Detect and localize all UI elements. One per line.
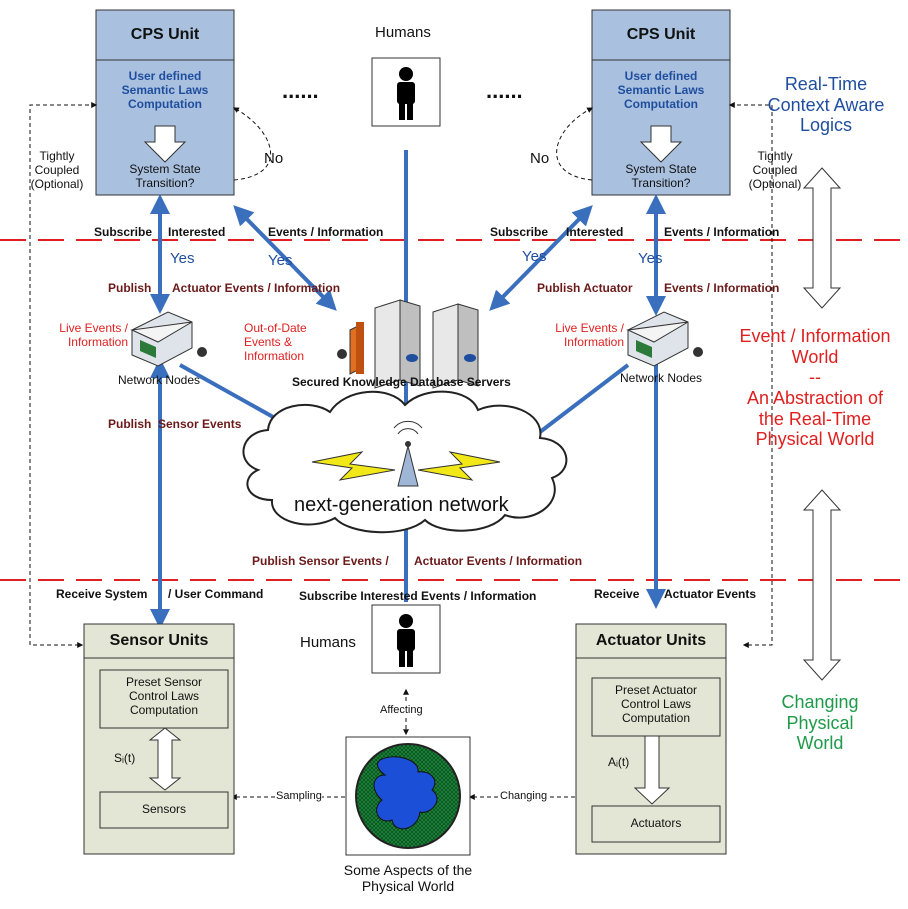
user-command-label: / User Command xyxy=(168,587,264,601)
actuator-events-label: Actuator Events / Information xyxy=(172,281,341,295)
ellipsis: ...... xyxy=(486,78,523,103)
double-arrow-icon xyxy=(802,489,842,681)
wireless-antenna-icon xyxy=(311,420,501,487)
cps-transition-label: System State Transition? xyxy=(129,162,201,190)
humans-label: Humans xyxy=(300,634,356,651)
network-nodes-label: Network Nodes xyxy=(118,373,201,387)
cps-unit-right xyxy=(591,9,731,196)
subscribe-interested-label: Subscribe Interested Events / Informatio… xyxy=(299,589,537,603)
no-label: No xyxy=(264,150,284,167)
cps-unit-title: CPS Unit xyxy=(130,26,200,43)
publish-actuator-label: Publish Actuator xyxy=(537,281,633,295)
flow-arrow-icon xyxy=(143,125,187,163)
publish-label: Publish xyxy=(108,281,152,295)
humans-label: Humans xyxy=(375,24,431,41)
sensor-computation-label: Preset Sensor Control Laws Computation xyxy=(125,675,203,717)
live-events-label: Live Events / Information xyxy=(555,321,624,349)
actuator-units-title: Actuator Units xyxy=(595,632,707,649)
sensor-units-title: Sensor Units xyxy=(109,632,209,649)
servers-label: Secured Knowledge Database Servers xyxy=(292,375,511,389)
events-information-label: Events / Information xyxy=(268,225,384,239)
interested-label: Interested xyxy=(566,225,624,239)
cps-unit-title: CPS Unit xyxy=(626,26,696,43)
human-icon xyxy=(371,604,441,674)
interested-label: Interested xyxy=(168,225,226,239)
actuator-events-info-label: Actuator Events / Information xyxy=(414,554,583,568)
physical-world-label: Some Aspects of the Physical World xyxy=(343,862,473,895)
globe-icon xyxy=(345,736,471,856)
receive-system-label: Receive System xyxy=(56,587,148,601)
out-of-date-label: Out-of-Date Events & Information xyxy=(244,321,307,363)
publish-sensor-events-label: Publish Sensor Events / xyxy=(252,554,389,568)
yes-label: Yes xyxy=(268,252,293,269)
sensor-units-box xyxy=(83,623,235,855)
tightly-coupled-label: Tightly Coupled (Optional) xyxy=(30,149,84,191)
cps-computation-label: User defined Semantic Laws Computation xyxy=(617,69,705,111)
changing-label: Changing xyxy=(500,790,548,803)
network-nodes-label: Network Nodes xyxy=(620,371,703,385)
network-label: next-generation network xyxy=(294,494,509,516)
live-events-label: Live Events / Information xyxy=(59,321,128,349)
affecting-label: Affecting xyxy=(380,704,423,717)
event-world-label: Event / Information World -- An Abstract… xyxy=(739,326,891,450)
down-arrow-icon xyxy=(633,735,671,805)
receive-label: Receive xyxy=(594,587,640,601)
yes-label: Yes xyxy=(638,250,663,267)
actuator-events-label: Actuator Events xyxy=(664,587,757,601)
yes-label: Yes xyxy=(522,248,547,265)
network-node-icon xyxy=(626,311,703,367)
events-information-label: Events / Information xyxy=(664,281,780,295)
flow-arrow-icon xyxy=(639,125,683,163)
sensor-signal-label: Sᵢ(t) xyxy=(114,751,136,765)
actuator-computation-label: Preset Actuator Control Laws Computation xyxy=(614,683,698,725)
actuator-signal-label: Aᵢ(t) xyxy=(608,755,630,769)
publish-sensor-label: Publish Sensor Events xyxy=(108,417,242,431)
physical-world-side-label: Changing Physical World xyxy=(781,692,859,754)
events-information-label: Events / Information xyxy=(664,225,780,239)
sampling-label: Sampling xyxy=(276,790,322,803)
yes-label: Yes xyxy=(170,250,195,267)
cps-unit-left xyxy=(95,9,235,196)
human-icon xyxy=(371,57,441,127)
tightly-coupled-label: Tightly Coupled (Optional) xyxy=(748,149,802,191)
ellipsis: ...... xyxy=(282,78,319,103)
no-label: No xyxy=(530,150,550,167)
sensors-label: Sensors xyxy=(141,802,187,816)
double-arrow-icon xyxy=(802,167,842,309)
database-server-icon xyxy=(337,299,479,389)
realtime-logic-label: Real-Time Context Aware Logics xyxy=(767,74,885,136)
network-node-icon xyxy=(130,311,207,367)
subscribe-label: Subscribe xyxy=(490,225,549,239)
cps-transition-label: System State Transition? xyxy=(625,162,697,190)
subscribe-label: Subscribe xyxy=(94,225,153,239)
actuators-label: Actuators xyxy=(630,816,682,830)
bidirectional-arrow-icon xyxy=(148,727,182,791)
cps-computation-label: User defined Semantic Laws Computation xyxy=(121,69,209,111)
actuator-units-box xyxy=(575,623,727,855)
